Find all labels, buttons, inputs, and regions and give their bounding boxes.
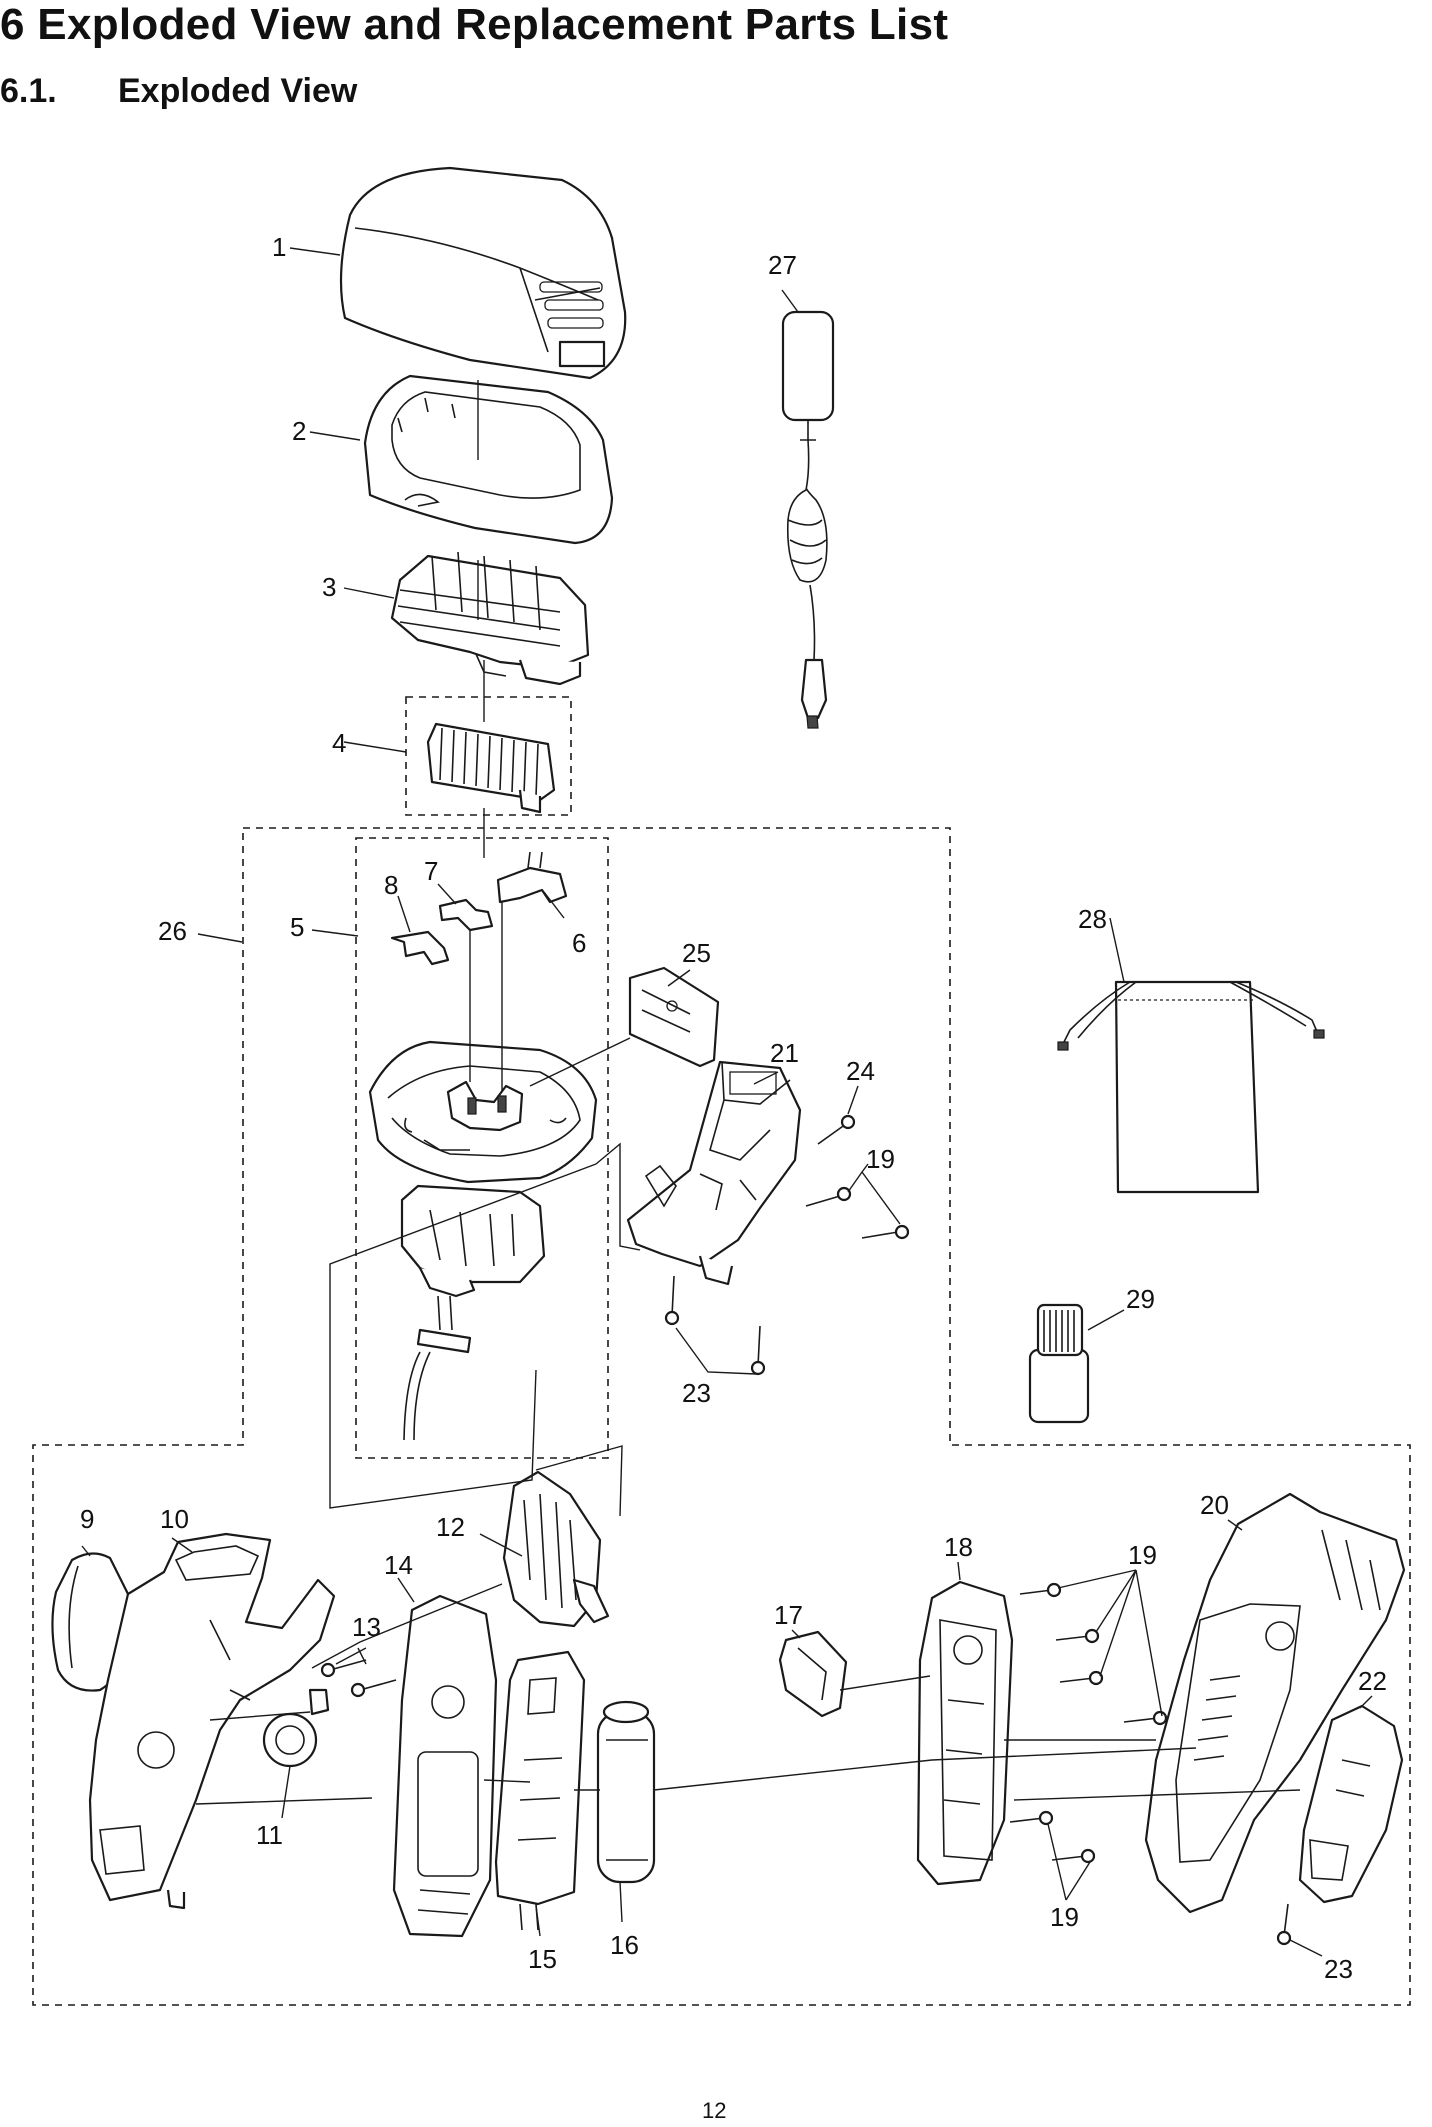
section-heading: 6 Exploded View and Replacement Parts Li…: [0, 0, 949, 49]
callout-3: 3: [322, 572, 336, 602]
part-19-screw-upper-a: [805, 1186, 852, 1207]
part-16-battery: [596, 1700, 656, 1884]
callout-19-lower: 19: [1050, 1902, 1079, 1932]
callout-leaders: [81, 247, 1373, 1957]
part-23-screw-upper-b: [750, 1325, 766, 1376]
callout-7: 7: [424, 856, 438, 886]
part-19-screws-lower: [1009, 1582, 1168, 1864]
page-number: 12: [702, 2098, 727, 2123]
part-28-pouch: [1057, 980, 1325, 1194]
subsection-title: Exploded View: [118, 72, 358, 110]
part-23-screw-lower: [1276, 1903, 1292, 1946]
callout-8: 8: [384, 870, 398, 900]
callout-26: 26: [158, 916, 187, 946]
callout-13: 13: [352, 1612, 381, 1642]
part-27-ac-adaptor: [781, 310, 835, 729]
callout-28: 28: [1078, 904, 1107, 934]
part-6-bracket: [496, 851, 568, 904]
callout-29: 29: [1126, 1284, 1155, 1314]
part-21-motor-holder: [626, 1060, 802, 1286]
callout-4: 4: [332, 728, 346, 758]
subsection-number: 6.1.: [0, 72, 57, 110]
callout-20: 20: [1200, 1490, 1229, 1520]
callout-15: 15: [528, 1944, 557, 1974]
callout-16: 16: [610, 1930, 639, 1960]
callout-24: 24: [846, 1056, 875, 1086]
part-8-button: [390, 930, 450, 966]
callout-23-upper: 23: [682, 1378, 711, 1408]
group-5-boundary: [355, 837, 609, 1459]
callout-numbers: 1 2 3 4 5 6 7 8 9 10 11 12 13 14 15 16 1…: [80, 232, 1387, 1984]
subsection-heading: 6.1. Exploded View: [0, 72, 357, 111]
assembly-guide-lines: [195, 380, 1301, 1805]
part-7-bracket: [438, 898, 494, 932]
group-4-boundary: [405, 696, 572, 816]
part-12-holder: [502, 1470, 610, 1628]
part-29-oil-bottle: [1028, 1303, 1090, 1424]
callout-1: 1: [272, 232, 286, 262]
callout-27: 27: [768, 250, 797, 280]
callout-10: 10: [160, 1504, 189, 1534]
callout-11: 11: [256, 1820, 283, 1850]
callout-9: 9: [80, 1504, 94, 1534]
callout-6: 6: [572, 928, 586, 958]
callout-19-upper: 19: [866, 1144, 895, 1174]
callout-23-lower: 23: [1324, 1954, 1353, 1984]
part-14-battery-holder: [392, 1594, 498, 1938]
callout-19-middle: 19: [1128, 1540, 1157, 1570]
part-22-bottom-cover: [1298, 1704, 1404, 1904]
part-13-screws: [320, 1659, 397, 1698]
part-23-screw-upper-a: [664, 1275, 680, 1326]
callout-21: 21: [770, 1038, 799, 1068]
part-2-frame: [363, 374, 614, 545]
callout-5: 5: [290, 912, 304, 942]
part-11-switch: [262, 1688, 330, 1768]
part-24-screw: [817, 1114, 856, 1145]
part-25-plate: [628, 966, 720, 1068]
part-4-inner-blade: [426, 722, 556, 814]
part-5-head-frame: [368, 1040, 598, 1441]
callout-17: 17: [774, 1600, 803, 1630]
part-18-chassis: [916, 1580, 1014, 1886]
callout-2: 2: [292, 416, 306, 446]
callout-12: 12: [436, 1512, 465, 1542]
part-19-screw-upper-b: [861, 1224, 910, 1240]
part-17-terminal: [778, 1630, 848, 1718]
callout-22: 22: [1358, 1666, 1387, 1696]
group-26-boundary: [32, 827, 1411, 2006]
callout-18: 18: [944, 1532, 973, 1562]
part-15-pcb: [494, 1650, 586, 1931]
callout-25: 25: [682, 938, 711, 968]
part-3-blade-unit: [390, 551, 590, 686]
part-20-rear-case: [1144, 1492, 1406, 1914]
part-1-outer-frame: [339, 166, 627, 380]
callout-14: 14: [384, 1550, 413, 1580]
part-10-front-case: [88, 1532, 336, 1910]
